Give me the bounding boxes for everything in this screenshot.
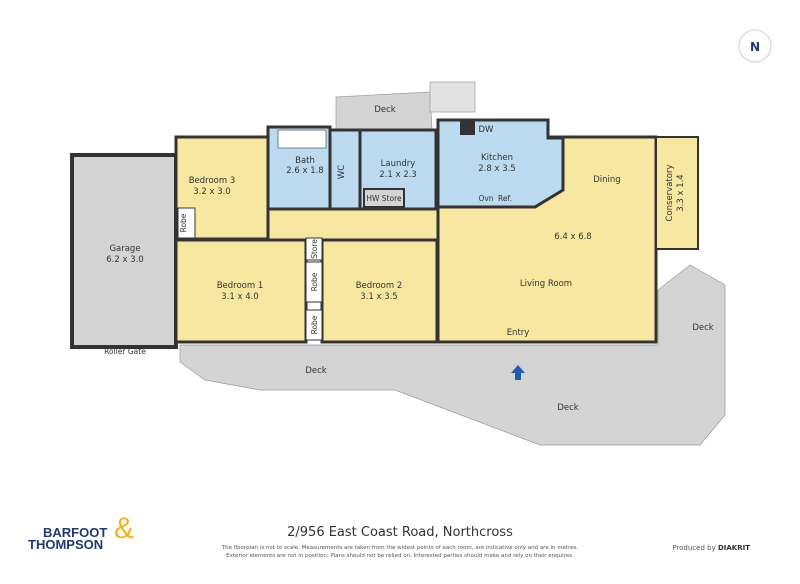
- dining-label: Dining: [593, 175, 620, 185]
- disclaimer: The floorplan is not to scale. Measureme…: [0, 544, 800, 560]
- fridge-label: Ref.: [498, 194, 512, 203]
- robe-b2: [305, 309, 323, 341]
- kitchen-dims: 2.8 x 3.5: [478, 164, 515, 174]
- bedroom1-dims: 3.1 x 4.0: [221, 292, 258, 302]
- bedroom2-name: Bedroom 2: [356, 281, 403, 291]
- stairs: [429, 81, 476, 113]
- laundry-dims: 2.1 x 2.3: [379, 170, 416, 180]
- logo-line1: BARFOOT: [43, 525, 108, 540]
- logo-line2: THOMPSON: [28, 537, 104, 552]
- living-dims: 6.4 x 6.8: [554, 232, 591, 242]
- entry-arrow-icon: [511, 365, 525, 380]
- bedroom-1: [174, 238, 308, 344]
- producer-name: DIAKRIT: [717, 544, 750, 552]
- robe-b1: [305, 261, 323, 303]
- garage: [70, 153, 178, 349]
- bedroom3-name: Bedroom 3: [189, 176, 236, 186]
- bath-name: Bath: [295, 156, 315, 166]
- deck-bottom: [179, 264, 726, 446]
- deck-front-label: Deck: [305, 366, 326, 376]
- bathtub: [277, 129, 327, 149]
- laundry-name: Laundry: [381, 159, 416, 169]
- hw-store: [363, 188, 405, 208]
- bedroom-2: [320, 238, 439, 344]
- conservatory-dims: 3.3 x 1.4: [676, 174, 686, 211]
- garage-dims: 6.2 x 3.0: [106, 255, 143, 265]
- living-name: Living Room: [520, 279, 572, 289]
- robe-b2-label: Robe: [310, 315, 319, 334]
- wc-label: WC: [337, 165, 347, 179]
- bedroom1-name: Bedroom 1: [217, 281, 264, 291]
- robe-label: Robe: [179, 213, 188, 232]
- robe-b3: [177, 207, 196, 239]
- produced-by-label: Produced by: [672, 544, 716, 552]
- dw-label: DW: [479, 125, 495, 135]
- cooktop: [460, 120, 475, 135]
- kitchen-name: Kitchen: [481, 153, 513, 163]
- deck-bottom-label: Deck: [557, 403, 578, 413]
- compass-north-label: N: [750, 40, 760, 54]
- conservatory-name: Conservatory: [665, 165, 675, 222]
- bath-dims: 2.6 x 1.8: [286, 166, 323, 176]
- hw-store-label: HW Store: [366, 194, 402, 203]
- deck-top-label: Deck: [374, 105, 395, 115]
- store-label: Store: [310, 239, 319, 259]
- compass: N: [738, 29, 772, 63]
- bedroom2-dims: 3.1 x 3.5: [360, 292, 397, 302]
- produced-by: Produced by DIAKRIT: [672, 544, 750, 552]
- bedroom3-dims: 3.2 x 3.0: [193, 187, 230, 197]
- deck-right-label: Deck: [692, 323, 713, 333]
- kitchen: [436, 118, 565, 209]
- garage-name: Garage: [109, 244, 140, 254]
- entry-label: Entry: [507, 328, 530, 338]
- store: [305, 237, 323, 261]
- disclaimer-line1: The floorplan is not to scale. Measureme…: [221, 545, 579, 551]
- oven-label: Ovn: [478, 194, 493, 203]
- conservatory: [655, 136, 699, 250]
- property-address: 2/956 East Coast Road, Northcross: [287, 525, 513, 540]
- disclaimer-line2: Exterior elements are not in position. P…: [226, 553, 574, 559]
- robe-b1-label: Robe: [310, 272, 319, 291]
- roller-gate-label: Roller Gate: [104, 347, 146, 356]
